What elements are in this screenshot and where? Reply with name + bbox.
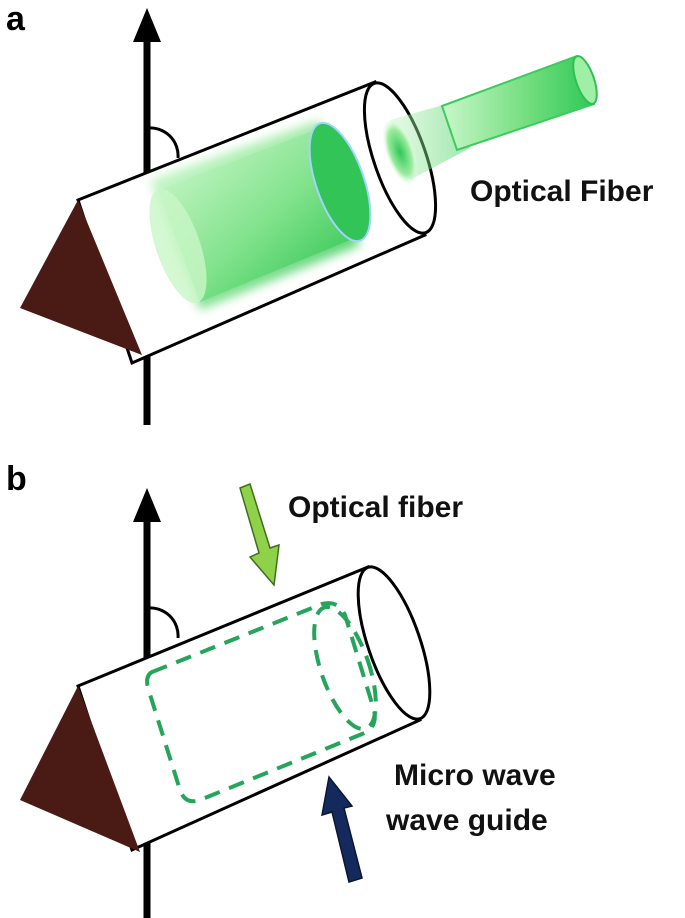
dashed-cavity	[145, 601, 378, 804]
panel-b-label: b	[6, 460, 27, 498]
panel-a: a Optical	[6, 0, 654, 425]
arrow-optical-fiber	[239, 483, 280, 587]
optical-fiber-a	[440, 54, 598, 152]
panel-a-label: a	[6, 0, 26, 38]
green-light-cylinder	[149, 120, 372, 310]
panel-b: b Optical fiber Micro wave wa	[6, 460, 556, 918]
arrow-microwave-guide	[321, 775, 363, 883]
angle-arc-a	[146, 126, 180, 159]
wedge-a	[20, 200, 142, 355]
callout-optical-fiber-b: Optical fiber	[288, 491, 463, 524]
callout-wave-guide: wave guide	[385, 804, 548, 837]
callout-micro-wave: Micro wave	[394, 759, 556, 792]
wedge-b	[20, 686, 140, 852]
callout-optical-fiber-a: Optical Fiber	[470, 175, 654, 208]
angle-arc-b	[146, 606, 180, 639]
cylinder-b	[76, 565, 432, 853]
